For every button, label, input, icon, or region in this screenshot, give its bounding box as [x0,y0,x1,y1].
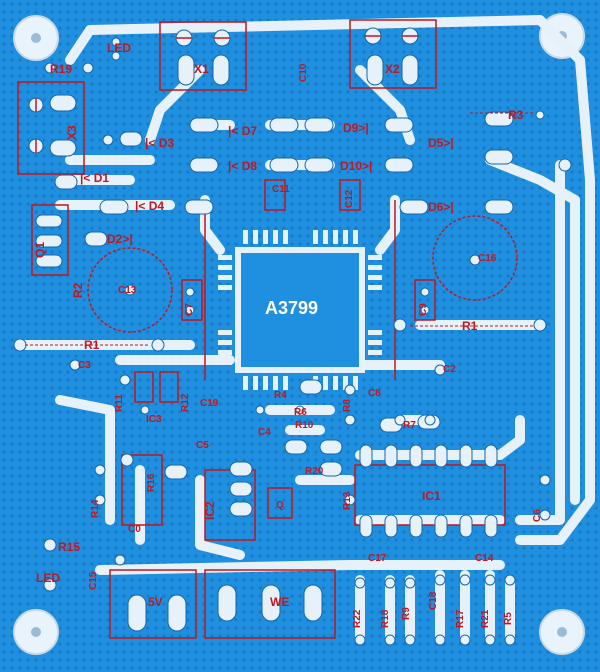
label-d2: D2>| [107,232,133,246]
vias [13,37,572,646]
label-c9: C9 [418,303,429,316]
label-ic3: IC3 [146,414,162,425]
label-x1: X1 [194,62,209,76]
label-c12: C12 [344,189,355,208]
label-c2: C2 [443,364,456,375]
label-r10: R10 [295,420,314,431]
label-r1-right: R1 [462,319,478,333]
label-c14: C14 [475,553,494,564]
label-c11: C11 [272,184,290,195]
label-r18: R18 [380,609,391,628]
label-r8: R8 [342,399,353,412]
label-r5: R5 [503,612,514,625]
label-d9: D9>| [343,121,369,135]
label-r21: R21 [480,609,491,628]
terminal-slots [35,35,418,153]
label-q1: Q1 [33,241,47,258]
label-c15: C15 [88,571,99,590]
label-r13: R13 [342,491,353,510]
label-r7: R7 [403,420,416,431]
label-x3: X3 [65,125,79,140]
label-d3: |< D3 [145,136,175,150]
label-r11: R11 [114,394,125,412]
label-r19: R19 [50,62,73,76]
label-c10: C10 [298,63,309,82]
label-ic2: IC2 [203,501,217,520]
label-r16: R16 [146,473,157,492]
label-r14: R14 [90,499,101,518]
label-r1-left: R1 [84,338,100,352]
label-c7: C7 [184,303,195,316]
label-c18: C18 [428,591,439,610]
label-ic1: IC1 [422,489,441,503]
label-r2: R2 [71,282,85,298]
label-vcc: 5V [148,595,163,609]
label-we: WE [270,595,290,609]
label-r17: R17 [455,609,466,628]
chip-name: A3799 [265,298,319,318]
label-r22: R22 [352,609,363,628]
label-c13: C13 [118,285,137,296]
label-d6: D6>| [428,200,454,214]
label-d10: D10>| [340,159,373,173]
label-d5: D5>| [428,136,454,150]
label-c16: C16 [478,253,497,264]
label-r20: R20 [305,466,324,477]
label-led-bottom: LED [36,571,60,585]
label-x2: X2 [385,62,400,76]
label-c4: C4 [258,427,271,438]
label-r9: R9 [401,607,412,620]
component-pads [35,54,514,632]
label-r3: R3 [508,108,524,122]
label-r6: R6 [294,407,307,418]
label-led-top: LED [107,41,131,55]
label-c5: C5 [196,440,209,451]
label-d4: |< D4 [135,199,165,213]
chip-a3799 [218,230,382,390]
label-c6: C6 [532,509,543,522]
label-d1: |< D1 [80,171,110,185]
label-d8: |< D8 [228,159,258,173]
silkscreen-outlines [17,19,518,639]
label-d7: |< D7 [228,124,258,138]
label-c19: C19 [200,398,219,409]
label-r15: R15 [58,540,81,554]
label-q: Q [276,500,284,511]
label-c3: C3 [78,360,91,371]
label-r12: R12 [180,393,191,412]
label-r4: R4 [274,390,287,401]
label-c0: C0 [128,524,141,535]
label-c8: C8 [368,388,381,399]
label-c17: C17 [368,553,387,564]
